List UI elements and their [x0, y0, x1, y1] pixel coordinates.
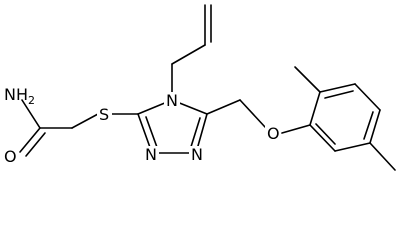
- bond-amide-co-1: [19, 127, 41, 153]
- bond-methyl-right: [369, 142, 396, 171]
- bond-ch2-ch: [171, 44, 206, 65]
- bond-amide-co-2: [25, 132, 46, 157]
- bond-methyl-top: [294, 66, 321, 93]
- bond-a2-a3-double: [324, 90, 354, 99]
- amide-nitrogen-label: NH2: [4, 85, 35, 107]
- molecule-structure: NH2 O S N N N O: [2, 4, 396, 171]
- bond-a6-a1: [309, 124, 336, 152]
- bond-a5-a6: [334, 142, 371, 152]
- bond-a2-a3: [319, 83, 356, 93]
- bond-ch2-o: [239, 99, 266, 128]
- bond-c5-n1-double: [189, 117, 201, 151]
- triazole-n4-label: N: [166, 91, 178, 110]
- bond-amide-cn: [21, 99, 41, 129]
- bond-a6-a1-double: [315, 123, 336, 145]
- triazole-n2-label: N: [145, 145, 157, 164]
- triazole-n1-label: N: [191, 145, 203, 164]
- bond-n2-c3-double: [145, 116, 159, 151]
- bond-a4-a5-double: [363, 111, 374, 140]
- bond-a3-a4: [354, 83, 381, 111]
- bond-c5-ch2: [206, 99, 241, 115]
- bond-a1-a2: [309, 91, 321, 126]
- molecule-canvas: NH2 O S N N N O: [2, 4, 396, 171]
- bond-o-aryl: [281, 124, 311, 134]
- ether-oxygen-label: O: [267, 124, 280, 143]
- bond-ch2-s: [71, 113, 99, 129]
- amide-oxygen-label: O: [4, 147, 17, 166]
- bond-a4-a5: [369, 109, 381, 144]
- thioether-sulfur-label: S: [99, 105, 109, 124]
